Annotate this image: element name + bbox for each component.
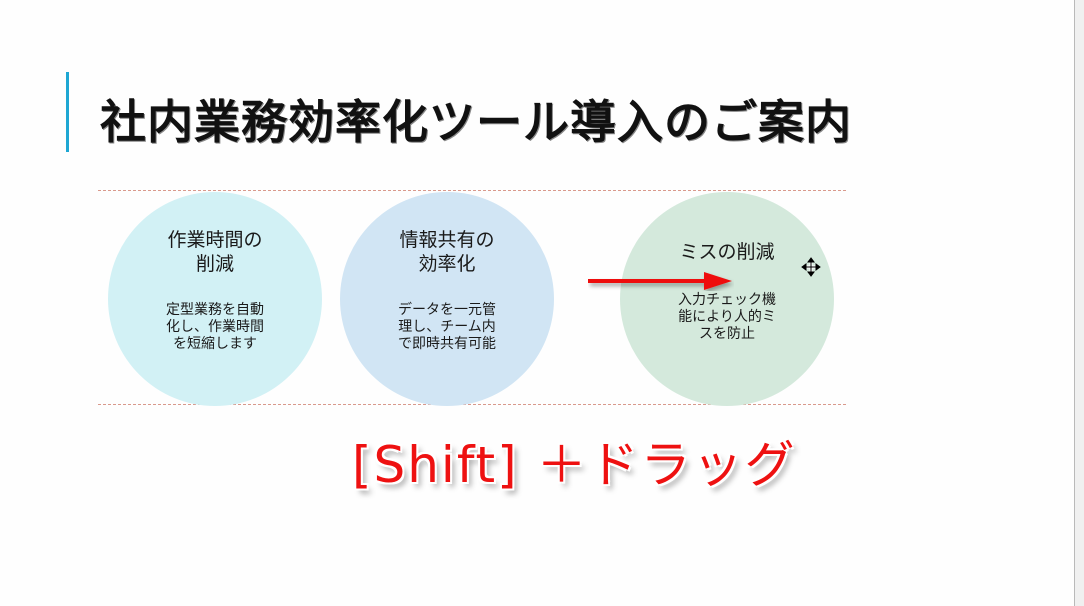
slide-title[interactable]: 社内業務効率化ツール導入のご案内 <box>100 95 852 149</box>
circle-shape-error-reduction[interactable]: ミスの削減 入力チェック機 能により人的ミ スを防止 <box>620 192 834 406</box>
circle-shape-time-reduction[interactable]: 作業時間の 削減 定型業務を自動 化し、作業時間 を短縮します <box>108 192 322 406</box>
circle-body: データを一元管 理し、チーム内 で即時共有可能 <box>398 302 496 352</box>
circle-body: 入力チェック機 能により人的ミ スを防止 <box>678 292 776 342</box>
circle-heading: 情報共有の 効率化 <box>399 229 495 275</box>
title-accent-bar <box>66 72 69 152</box>
move-cursor-icon <box>801 257 821 277</box>
drag-arrow-icon <box>588 272 732 290</box>
smart-guide-top <box>98 190 846 191</box>
vertical-scrollbar[interactable] <box>1074 0 1084 606</box>
smart-guide-bottom <box>98 404 846 405</box>
circle-body: 定型業務を自動 化し、作業時間 を短縮します <box>166 302 264 352</box>
circle-heading: ミスの削減 <box>679 241 775 263</box>
circle-shape-info-sharing[interactable]: 情報共有の 効率化 データを一元管 理し、チーム内 で即時共有可能 <box>340 192 554 406</box>
shift-drag-caption: [Shift] ＋ドラッグ <box>352 436 797 494</box>
circle-heading: 作業時間の 削減 <box>167 229 263 275</box>
